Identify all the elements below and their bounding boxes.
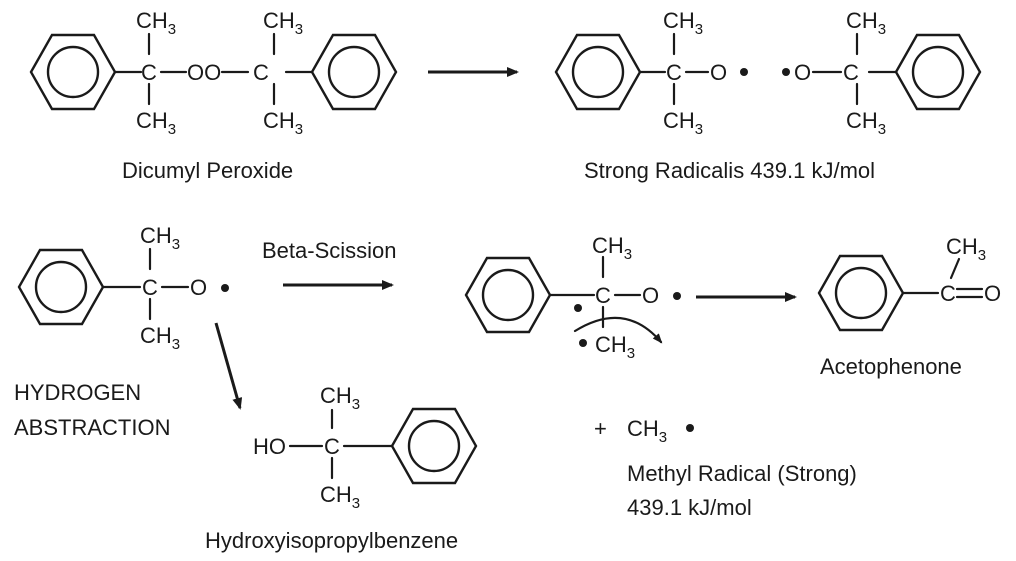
carbon-atom: C bbox=[142, 275, 158, 300]
benzene-ring-icon bbox=[17, 248, 105, 326]
benzene-ring-icon bbox=[310, 33, 398, 111]
methyl-label: CH3 bbox=[136, 108, 176, 138]
benzene-ring-icon bbox=[554, 33, 642, 111]
beta-scission-intermediate-structure: C CH3 CH3 O bbox=[464, 233, 681, 362]
benzene-ring-icon bbox=[29, 33, 117, 111]
methyl-label: CH3 bbox=[846, 108, 886, 138]
methyl-label: CH3 bbox=[140, 323, 180, 353]
dicumyl-peroxide-label: Dicumyl Peroxide bbox=[122, 158, 293, 183]
methyl-label: CH3 bbox=[846, 8, 886, 38]
methyl-label: CH3 bbox=[263, 108, 303, 138]
benzene-ring-icon bbox=[894, 33, 982, 111]
carbon-atom: C bbox=[940, 281, 956, 306]
oxygen-atom: O bbox=[190, 275, 207, 300]
carbon-atom: C bbox=[843, 60, 859, 85]
curved-arrow-icon bbox=[573, 316, 663, 344]
carbon-atom: C bbox=[324, 434, 340, 459]
methyl-label: CH3 bbox=[263, 8, 303, 38]
carbon-atom: C bbox=[141, 60, 157, 85]
acetophenone-label: Acetophenone bbox=[820, 354, 962, 379]
methyl-label: CH3 bbox=[627, 416, 667, 446]
methyl-label: CH3 bbox=[136, 8, 176, 38]
methyl-label: CH3 bbox=[320, 383, 360, 413]
methyl-label: CH3 bbox=[320, 482, 360, 512]
radical-dot-icon bbox=[673, 292, 681, 300]
benzene-ring-icon bbox=[464, 256, 552, 334]
methyl-label: CH3 bbox=[592, 233, 632, 263]
methyl-radical-energy-label: 439.1 kJ/mol bbox=[627, 495, 752, 520]
benzene-ring-icon bbox=[390, 407, 478, 485]
hydroxyl-group: HO bbox=[253, 434, 286, 459]
radical-dot-icon bbox=[579, 339, 587, 347]
beta-scission-label: Beta-Scission bbox=[262, 238, 397, 263]
radical-dot-icon bbox=[221, 284, 229, 292]
oxygen-atom: O bbox=[794, 60, 811, 85]
benzene-ring-icon bbox=[817, 254, 905, 332]
carbon-atom: C bbox=[595, 283, 611, 308]
methyl-label: CH3 bbox=[946, 234, 986, 264]
radical-dot-icon bbox=[686, 424, 694, 432]
strong-radicals-label: Strong Radicalis 439.1 kJ/mol bbox=[584, 158, 875, 183]
reaction-arrow-icon bbox=[214, 322, 243, 410]
acetophenone-structure: C CH3 O bbox=[817, 234, 1001, 332]
peroxide-link: OO bbox=[187, 60, 221, 85]
radical-dot-icon bbox=[782, 68, 790, 76]
methyl-label: CH3 bbox=[595, 332, 635, 362]
oxygen-atom: O bbox=[984, 281, 1001, 306]
plus-sign: + bbox=[594, 416, 607, 441]
hydrogen-abstraction-label: HYDROGEN bbox=[14, 380, 141, 405]
methyl-label: CH3 bbox=[663, 8, 703, 38]
hydroxyisopropylbenzene-label: Hydroxyisopropylbenzene bbox=[205, 528, 458, 553]
hydrogen-abstraction-label: ABSTRACTION bbox=[14, 415, 170, 440]
oxygen-atom: O bbox=[642, 283, 659, 308]
methyl-radical-label: Methyl Radical (Strong) bbox=[627, 461, 857, 486]
methyl-label: CH3 bbox=[140, 223, 180, 253]
carbon-atom: C bbox=[666, 60, 682, 85]
radical-dot-icon bbox=[574, 304, 582, 312]
dicumyl-peroxide-structure: C CH3 CH3 OO C CH3 CH3 bbox=[29, 8, 398, 138]
methyl-label: CH3 bbox=[663, 108, 703, 138]
carbon-atom: C bbox=[253, 60, 269, 85]
cumyloxy-radical-structure: C CH3 CH3 O bbox=[554, 8, 748, 138]
cumyloxy-radical-structure: C CH3 CH3 O bbox=[17, 223, 229, 353]
radical-dot-icon bbox=[740, 68, 748, 76]
oxygen-atom: O bbox=[710, 60, 727, 85]
cumyloxy-radical-structure: O C CH3 CH3 bbox=[782, 8, 982, 138]
hydroxyisopropylbenzene-structure: HO C CH3 CH3 bbox=[253, 383, 478, 512]
